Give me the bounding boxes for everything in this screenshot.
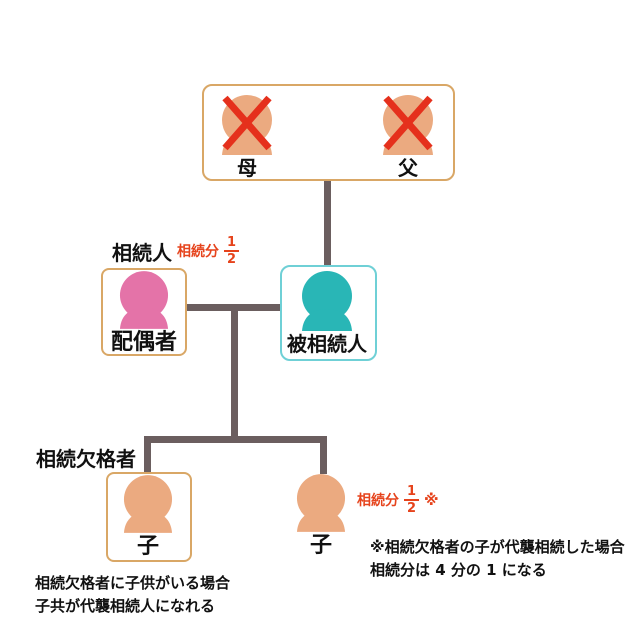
deceased-cross-icon [383,95,433,151]
right-share-denominator: 2 [404,499,420,515]
father-icon [383,95,433,155]
connector-couple-to-children [231,304,238,443]
father-figure: 父 [368,95,448,179]
left-child-note: 相続欠格者に子供がいる場合 子共が代襲相続人になれる [35,572,230,617]
heir-share-numerator: 1 [227,235,237,250]
left-child-icon [123,475,173,533]
right-share-text: 相続分 [357,493,399,509]
connector-right-child-stub [320,436,327,474]
right-share-numerator: 1 [407,484,417,499]
mother-icon [222,95,272,155]
right-child-note-line2: 相続分は 4 分の 1 になる [370,560,547,579]
heir-share-label: 相続人 相続分 1 2 [112,235,240,266]
connector-parents-to-decedent [324,132,331,267]
heir-share-fraction: 1 2 [224,235,240,266]
spouse-icon [119,271,169,329]
heir-share-text: 相続分 [177,244,219,260]
decedent-icon-shape [302,271,352,331]
left-child-figure: 子 [108,475,188,559]
left-child-note-line2: 子共が代襲相続人になれる [35,596,216,615]
father-label: 父 [398,156,418,180]
right-child-icon-shape [296,474,346,532]
left-child-icon-shape [123,475,173,533]
left-child-note-line1: 相続欠格者に子供がいる場合 [35,574,231,592]
decedent-label: 被相続人 [287,332,367,356]
right-child-note: ※相続欠格者の子が代襲相続した場合 相続分は 4 分の 1 になる [370,536,625,581]
decedent-figure: 被相続人 [287,271,367,355]
decedent-icon [302,271,352,331]
right-child-figure: 子 [281,474,361,558]
right-share-fraction: 1 2 [404,484,420,515]
spouse-figure: 配偶者 [104,271,184,355]
mother-figure: 母 [207,95,287,179]
left-child-label: 子 [136,534,159,559]
right-child-note-line1: ※相続欠格者の子が代襲相続した場合 [370,538,625,556]
mother-label: 母 [237,156,257,180]
right-child-icon [296,474,346,532]
spouse-icon-shape [119,271,169,329]
right-child-label: 子 [309,533,332,558]
heir-label: 相続人 [112,240,172,265]
right-share-note-marker: ※ [424,491,439,509]
spouse-label: 配偶者 [110,330,177,355]
heir-share-denominator: 2 [224,250,240,266]
deceased-cross-icon [222,95,272,151]
connector-children [144,436,327,443]
disqualified-heir-label: 相続欠格者 [36,447,136,471]
connector-left-child-stub [144,436,151,473]
right-child-share-label: 相続分 1 2 ※ [357,485,439,515]
